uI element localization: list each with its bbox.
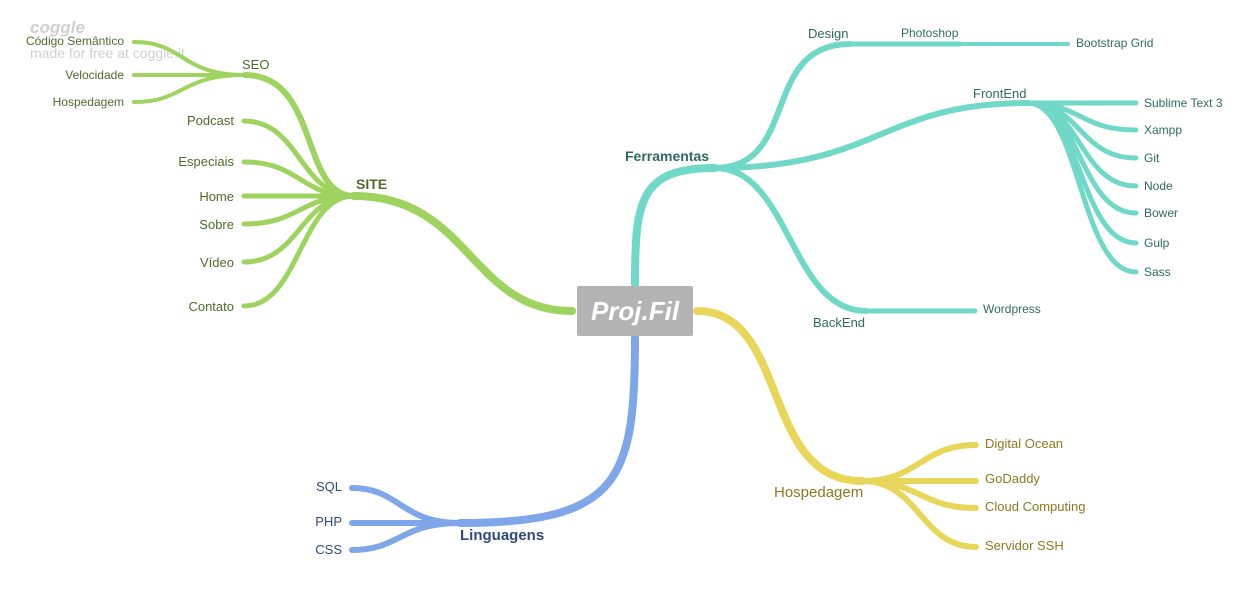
node-bootstrap-grid[interactable]: Bootstrap Grid xyxy=(1076,36,1153,50)
edge-ferramentas-design xyxy=(712,41,853,171)
node-velocidade[interactable]: Velocidade xyxy=(65,68,124,82)
node-linguagens[interactable]: Linguagens xyxy=(460,527,544,544)
edge-ferramentas-backend xyxy=(712,165,869,314)
node-node[interactable]: Node xyxy=(1144,179,1173,193)
node-hospedagem[interactable]: Hospedagem xyxy=(774,484,863,501)
node-wordpress[interactable]: Wordpress xyxy=(983,302,1041,316)
central-node-box xyxy=(577,286,693,336)
node-contato[interactable]: Contato xyxy=(188,299,234,314)
edge-central-linguagens xyxy=(456,334,639,527)
node-seo-hospedagem[interactable]: Hospedagem xyxy=(53,95,124,109)
coggle-logo: coggle xyxy=(30,18,85,37)
node-digital-ocean[interactable]: Digital Ocean xyxy=(985,436,1063,451)
node-xampp[interactable]: Xampp xyxy=(1144,123,1182,137)
central-node[interactable]: Proj.Fil xyxy=(577,286,693,336)
node-git[interactable]: Git xyxy=(1144,151,1160,165)
node-sublime-text[interactable]: Sublime Text 3 xyxy=(1144,96,1223,110)
node-seo[interactable]: SEO xyxy=(242,57,269,72)
edge-linguagens-sql xyxy=(349,485,463,526)
branch-site-edges xyxy=(132,40,576,315)
node-ferramentas[interactable]: Ferramentas xyxy=(625,148,709,164)
central-node-label: Proj.Fil xyxy=(591,296,680,326)
edge-central-ferramentas xyxy=(631,164,719,288)
coggle-tagline: made for free at coggle.it xyxy=(30,45,185,61)
node-sobre[interactable]: Sobre xyxy=(199,217,234,232)
edge-frontend-gulp xyxy=(1025,100,1139,246)
node-design[interactable]: Design xyxy=(808,26,848,41)
node-codigo-semantico[interactable]: Código Semântico xyxy=(26,34,124,48)
node-especiais[interactable]: Especiais xyxy=(178,154,234,169)
edge-frontend-sass xyxy=(1025,100,1139,275)
edge-central-site xyxy=(350,192,576,315)
edge-site-podcast xyxy=(241,118,357,199)
edge-site-contato xyxy=(241,193,357,309)
branch-ferramentas-edges xyxy=(631,41,1139,314)
node-frontend[interactable]: FrontEnd xyxy=(973,86,1026,101)
node-cloud-computing[interactable]: Cloud Computing xyxy=(985,499,1085,514)
node-sql[interactable]: SQL xyxy=(316,479,342,494)
edge-seo-hospedagem xyxy=(132,73,247,104)
node-podcast[interactable]: Podcast xyxy=(187,113,234,128)
node-photoshop[interactable]: Photoshop xyxy=(901,26,959,40)
edge-hospedagem-ssh xyxy=(859,478,979,550)
node-home[interactable]: Home xyxy=(199,189,234,204)
node-servidor-ssh[interactable]: Servidor SSH xyxy=(985,538,1064,553)
edge-linguagens-css xyxy=(349,520,463,553)
node-bower[interactable]: Bower xyxy=(1144,206,1178,220)
edge-central-hospedagem xyxy=(693,307,866,485)
edge-hospedagem-digitalocean xyxy=(859,442,979,484)
branch-linguagens-edges xyxy=(349,334,639,553)
edge-ferramentas-frontend xyxy=(712,100,1031,171)
node-video[interactable]: Vídeo xyxy=(200,255,234,270)
node-css[interactable]: CSS xyxy=(315,542,342,557)
node-sass[interactable]: Sass xyxy=(1144,265,1171,279)
node-godaddy[interactable]: GoDaddy xyxy=(985,471,1040,486)
node-gulp[interactable]: Gulp xyxy=(1144,236,1170,250)
node-backend[interactable]: BackEnd xyxy=(813,315,865,330)
node-php[interactable]: PHP xyxy=(315,514,342,529)
branch-hospedagem-edges xyxy=(693,307,979,550)
node-site[interactable]: SITE xyxy=(356,176,387,192)
